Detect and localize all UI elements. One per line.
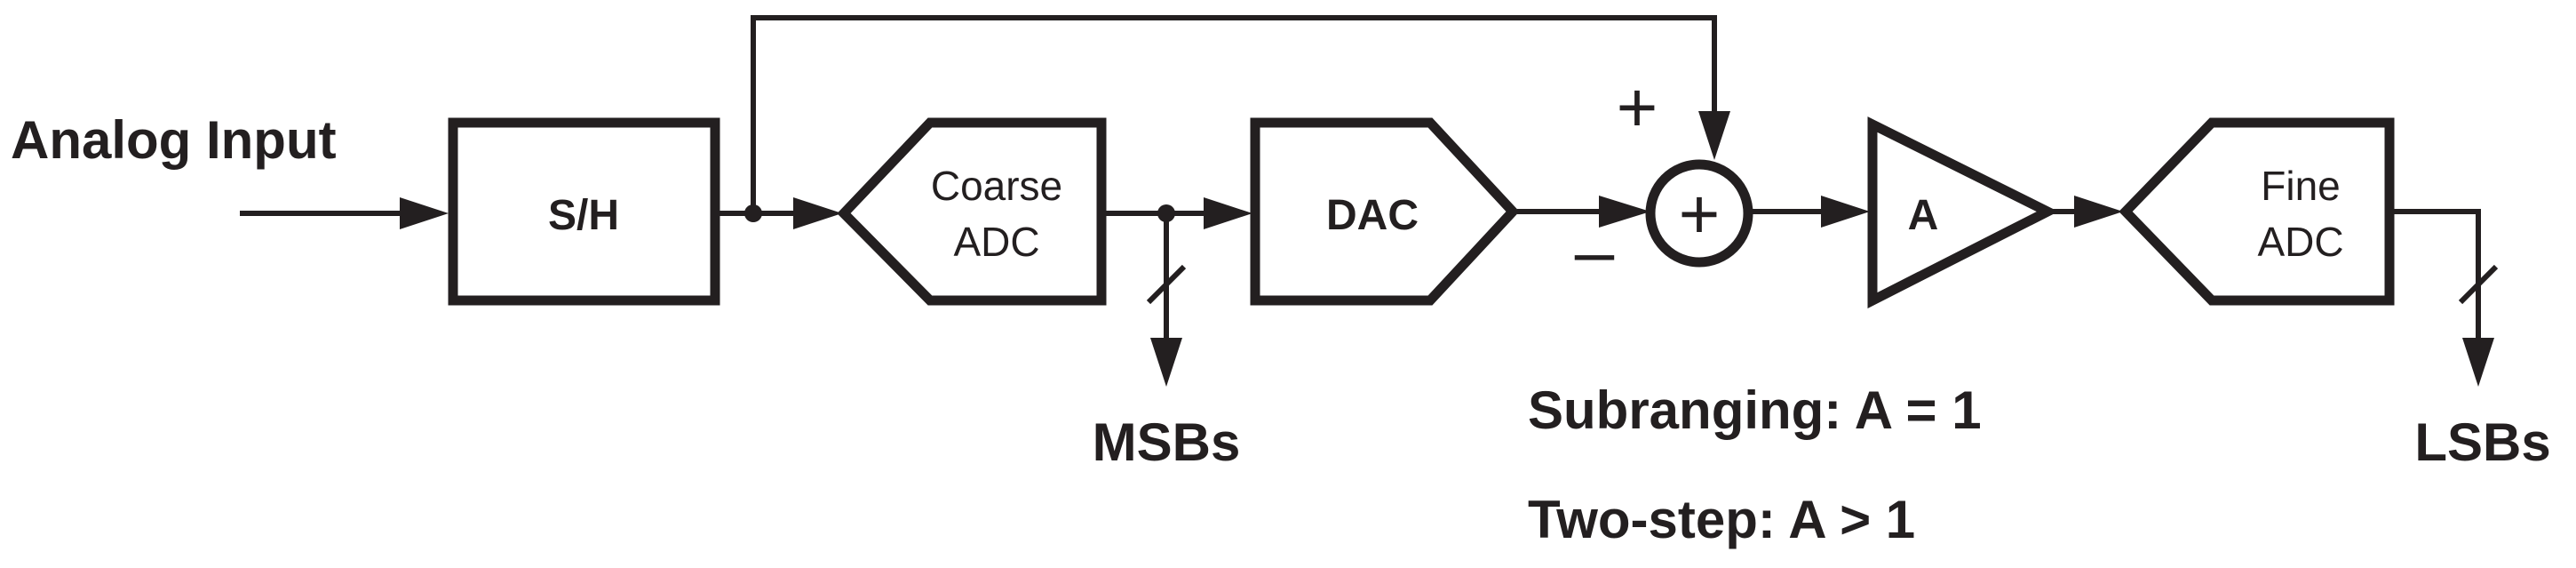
lsbs-label: LSBs bbox=[2414, 412, 2550, 472]
dac-input-arrow bbox=[1204, 197, 1252, 229]
lsbs-bus-slash bbox=[2458, 264, 2499, 305]
lsbs-bus-wire bbox=[2394, 209, 2481, 338]
analog-input-label: Analog Input bbox=[11, 110, 337, 170]
summer-circle bbox=[1645, 159, 1753, 268]
fine-adc-input-arrow bbox=[2074, 196, 2123, 228]
sample-hold-label: S/H bbox=[548, 192, 619, 239]
summer-minus-label: – bbox=[1575, 212, 1615, 291]
msbs-bus-slash bbox=[1146, 264, 1187, 305]
lsbs-arrow bbox=[2462, 338, 2494, 387]
feedforward-wire bbox=[751, 15, 1717, 213]
fine-adc-label-line1: Fine bbox=[2261, 163, 2340, 209]
summer-plus-label: + bbox=[1617, 68, 1658, 147]
amp-input-arrow bbox=[1821, 196, 1870, 228]
sample-hold-block bbox=[448, 117, 720, 306]
amplifier-label: A bbox=[1908, 192, 1939, 239]
dac-label: DAC bbox=[1326, 192, 1419, 239]
summer-plus-arrow bbox=[1698, 111, 1730, 160]
msbs-label: MSBs bbox=[1093, 412, 1241, 472]
input-arrow bbox=[400, 197, 449, 229]
fine-adc-label-line2: ADC bbox=[2257, 219, 2343, 265]
fine-adc-block bbox=[2119, 117, 2395, 306]
summer-symbol: + bbox=[1679, 174, 1721, 253]
coarse-adc-label-line2: ADC bbox=[953, 219, 1039, 265]
summer-minus-arrow bbox=[1599, 196, 1650, 228]
note-twostep: Two-step: A > 1 bbox=[1528, 490, 1915, 549]
dac-block bbox=[1250, 117, 1520, 306]
amplifier-block bbox=[1867, 116, 2059, 308]
coarse-adc-label-line1: Coarse bbox=[931, 163, 1062, 209]
coarse-adc-block bbox=[837, 117, 1107, 306]
msbs-arrow bbox=[1150, 338, 1182, 387]
note-subranging: Subranging: A = 1 bbox=[1528, 380, 1982, 440]
coarse-adc-input-arrow bbox=[793, 197, 842, 229]
